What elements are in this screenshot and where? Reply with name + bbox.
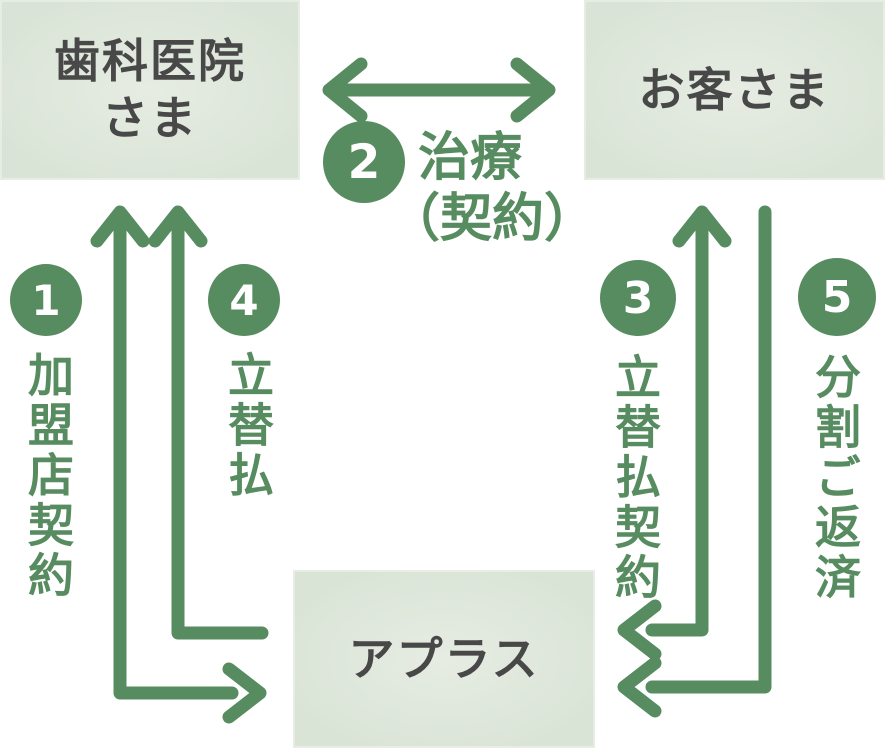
step-2-label-sub: （契約） [388,189,597,249]
arrow-repayment-shaft [645,205,772,694]
step-2-number: 2 [347,134,381,190]
step-3-label: 立替払契約 [608,353,662,603]
step-1-number: 1 [31,275,61,325]
arrow-repayment-left-head [617,656,662,718]
aplus-box: アプラス [293,570,595,748]
arrow-installment-contract-shaft [645,209,709,637]
step-5-label: 分割ご返済 [808,353,862,603]
arrow-treatment-left-head [322,57,368,123]
clinic-label-line1: 歯科医院 [54,34,246,88]
step-4-badge: 4 [208,264,280,336]
arrow-advance-payment-up-head [148,205,208,248]
step-4-number: 4 [229,275,259,325]
clinic-label-line2: さま [102,91,198,145]
step-1-label: 加盟店契約 [21,351,75,601]
step-2-label: 治療 （契約） [388,128,596,250]
step-4-label: 立替払 [221,351,275,501]
arrow-treatment-bidirectional [322,57,556,123]
step-3-badge: 3 [600,260,676,336]
step-5-badge: 5 [798,258,876,336]
arrow-repayment [617,205,772,718]
clinic-label: 歯科医院 さま [54,33,246,147]
arrow-merchant-contract-bidirectional [90,205,267,724]
aplus-label: アプラス [348,631,540,686]
step-1-badge: 1 [10,264,82,336]
arrow-installment-contract-up-head [672,205,732,248]
step-2-label-main: 治療 [418,128,523,188]
arrow-installment-contract-bidirectional [617,205,732,661]
customer-box: お客さま [584,0,885,180]
step-5-number: 5 [821,271,853,323]
arrow-installment-contract-left-head [617,599,662,661]
arrow-merchant-contract-shaft [113,209,239,700]
arrow-advance-payment [148,205,269,640]
arrow-advance-payment-shaft [171,209,269,640]
customer-label: お客さま [638,62,831,117]
step-2-badge: 2 [323,121,405,203]
arrow-merchant-contract-up-head [90,205,150,248]
clinic-box: 歯科医院 さま [0,0,300,180]
step-3-number: 3 [622,272,654,324]
arrow-treatment-right-head [510,57,556,123]
arrow-merchant-contract-right-head [222,662,267,724]
